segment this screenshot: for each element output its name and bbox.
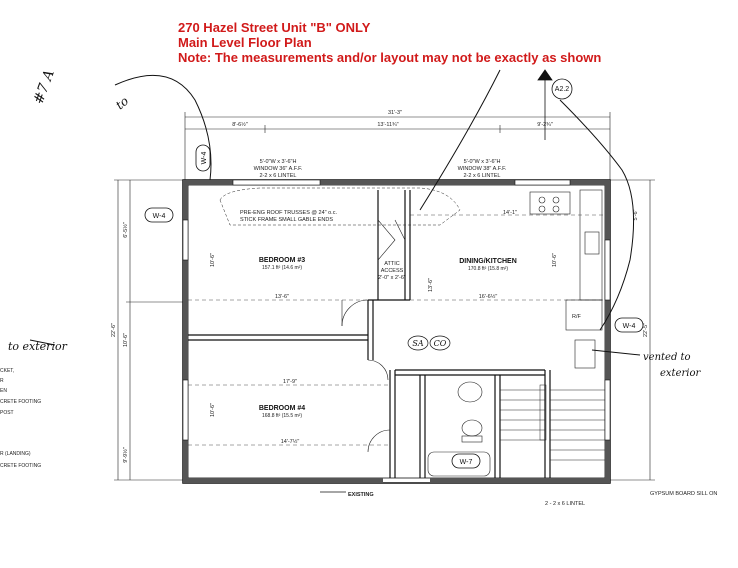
attic-note-2: ACCESS xyxy=(381,268,404,274)
dim-left-lower: 9'-9½" xyxy=(122,447,129,463)
windows xyxy=(182,179,611,441)
dim-dining-width: 16'-6½" xyxy=(479,293,498,300)
window-note-right-2: WINDOW 38" A.F.F. xyxy=(458,166,507,172)
dim-bed4-lower: 14'-7½" xyxy=(281,438,300,445)
dim-overall-width: 31'-3" xyxy=(388,110,402,116)
truss-annotation xyxy=(219,187,461,226)
dim-left-seg: 8'-6½" xyxy=(232,121,248,128)
interior-walls xyxy=(188,190,551,478)
window-note-left-1: 5'-0"W x 3'-6"H xyxy=(260,159,297,165)
hand-exterior-right: exterior xyxy=(660,368,701,379)
kitchen-fixtures xyxy=(529,189,603,369)
bathroom-fixtures xyxy=(427,381,491,477)
dim-left-sub: 10'-6" xyxy=(123,333,129,347)
legend-item-4: POST xyxy=(0,410,14,416)
window-note-left-2: WINDOW 36" A.F.F. xyxy=(254,166,303,172)
dim-left-upper: 6'-5½" xyxy=(122,222,129,238)
dim-kitchen-h: 10'-6" xyxy=(552,253,558,267)
dining-label: DINING/KITCHEN xyxy=(459,258,517,265)
tag-w4-left-shape xyxy=(144,207,174,223)
dim-middle-seg: 13'-11¾" xyxy=(377,122,398,128)
tag-w7-shape xyxy=(451,453,481,469)
rf-label: R/F xyxy=(572,314,582,320)
tag-w7: W-7 xyxy=(460,459,473,466)
tag-w4-right: W-4 xyxy=(623,323,636,330)
hand-to-exterior-left: to exterior xyxy=(8,340,68,353)
dim-right-upper: 5'-6" xyxy=(633,209,639,220)
dim-left-total: 22'-6" xyxy=(111,323,117,337)
wall-hatch xyxy=(183,180,610,483)
bedroom4-label: BEDROOM #4 xyxy=(259,405,305,412)
left-dimensions xyxy=(114,179,185,481)
tag-w4-top: W-4 xyxy=(201,152,208,165)
co-label: CO xyxy=(434,339,447,348)
truss-note-2: STICK FRAME SMALL GABLE ENDS xyxy=(240,217,333,223)
header-title: 270 Hazel Street Unit "B" ONLY xyxy=(178,20,371,35)
attic-note-3: 2'-0" x 2'-6" xyxy=(378,275,406,281)
hand-scribble-to: to xyxy=(113,94,131,112)
dim-bed3-height: 10'-6" xyxy=(210,253,216,267)
dim-bed3-width: 13'-6" xyxy=(275,294,289,300)
attic-note-1: ATTIC xyxy=(384,261,400,267)
legend-item-5: R (LANDING) xyxy=(0,451,31,457)
doors xyxy=(341,219,406,453)
window-note-right-1: 5'-0"W x 3'-6"H xyxy=(464,159,501,165)
legend-item-1: R xyxy=(0,378,4,384)
dining-area: 170.8 ft² (15.8 m²) xyxy=(468,266,508,272)
legend-item-6: CRETE FOOTING xyxy=(0,463,41,469)
stairs xyxy=(500,384,605,461)
dashed-lines xyxy=(188,214,605,446)
legend-item-2: EN xyxy=(0,388,7,394)
existing-label: EXISTING xyxy=(348,492,374,498)
header-note: Note: The measurements and/or layout may… xyxy=(178,50,602,65)
hand-vented-to: vented to xyxy=(643,352,691,363)
tag-w4-top-shape xyxy=(195,144,211,172)
sa-co-marks xyxy=(407,335,451,351)
lintel-bottom-label: 2 - 2 x 6 LINTEL xyxy=(545,501,585,507)
tag-a22: A2.2 xyxy=(555,86,570,93)
legend-item-0: CKET, xyxy=(0,368,14,374)
sa-label: SA xyxy=(412,339,423,348)
dim-bed4-width: 17'-9" xyxy=(283,379,297,385)
bedroom3-label: BEDROOM #3 xyxy=(259,257,305,264)
tag-a22-marker xyxy=(537,69,573,140)
legend-item-3: CRETE FOOTING xyxy=(0,399,41,405)
right-dimensions xyxy=(610,179,655,481)
dim-dining-height: 13'-6" xyxy=(428,278,434,292)
dim-bed4-height: 10'-6" xyxy=(210,403,216,417)
handwritten-strokes xyxy=(29,69,641,356)
tag-w4-left: W-4 xyxy=(153,213,166,220)
tag-w4-right-shape xyxy=(614,317,644,333)
dim-interior-top: 14'-1" xyxy=(503,210,517,216)
bedroom3-area: 157.1 ft² (14.6 m²) xyxy=(262,265,302,271)
bedroom4-area: 168.8 ft² (15.5 m²) xyxy=(262,413,302,419)
window-note-left-3: 2-2 x 6 LINTEL xyxy=(260,173,297,179)
hand-scribble-top-left: #7 A xyxy=(31,68,58,107)
truss-note-1: PRE-ENG ROOF TRUSSES @ 24" o.c. xyxy=(240,210,337,216)
gypsum-label: GYPSUM BOARD SILL ON xyxy=(650,491,717,497)
dim-right-total: 22'-5" xyxy=(643,323,649,337)
header-subtitle: Main Level Floor Plan xyxy=(178,35,312,50)
top-dimensions xyxy=(184,112,611,180)
window-note-right-3: 2-2 x 6 LINTEL xyxy=(464,173,501,179)
